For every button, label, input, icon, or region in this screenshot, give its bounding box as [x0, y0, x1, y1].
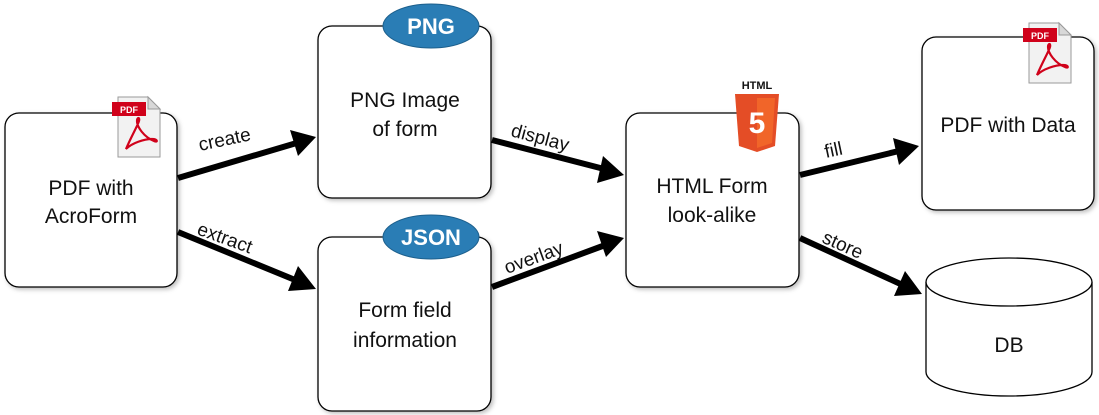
arrow-fill: [799, 138, 919, 178]
node-form-field-info: Form field information: [317, 236, 492, 412]
arrow-store: [798, 235, 922, 296]
arrow-display: [491, 137, 624, 183]
node-png-image-line1: PNG Image: [350, 89, 460, 112]
node-png-image: PNG Image of form: [317, 25, 492, 199]
png-badge: PNG: [382, 3, 480, 49]
node-pdf-acroform-line1: PDF with: [48, 177, 133, 200]
html5-logo-icon: HTML 5: [735, 80, 779, 152]
html5-logo-number: 5: [749, 107, 766, 140]
node-html-form: HTML Form look-alike: [625, 112, 800, 288]
node-form-field-info-line2: information: [353, 329, 457, 352]
arrow-create: [177, 130, 316, 181]
node-png-image-line2: of form: [372, 118, 437, 141]
node-db-cylinder: DB: [925, 257, 1093, 397]
arrow-extract: [176, 229, 316, 291]
node-form-field-info-line1: Form field: [358, 299, 451, 322]
edge-label-fill: fill: [823, 139, 845, 163]
pdf-file-icon: PDF: [112, 95, 162, 158]
png-badge-label: PNG: [407, 14, 455, 39]
node-html-form-line1: HTML Form: [656, 175, 767, 198]
node-pdf-acroform-line2: AcroForm: [45, 205, 137, 228]
json-badge: JSON: [382, 214, 480, 260]
node-db-label: DB: [994, 334, 1023, 357]
pdf-file-icon: PDF: [1023, 21, 1073, 84]
node-pdf-with-data-line1: PDF with Data: [940, 114, 1076, 137]
pdf-icon-label: PDF: [1031, 31, 1050, 41]
node-html-form-line2: look-alike: [668, 204, 757, 227]
html5-logo-word: HTML: [742, 80, 773, 92]
edge-label-create: create: [197, 124, 253, 156]
pdf-icon-label: PDF: [120, 105, 139, 115]
arrow-overlay: [490, 231, 624, 290]
json-badge-label: JSON: [401, 225, 461, 250]
